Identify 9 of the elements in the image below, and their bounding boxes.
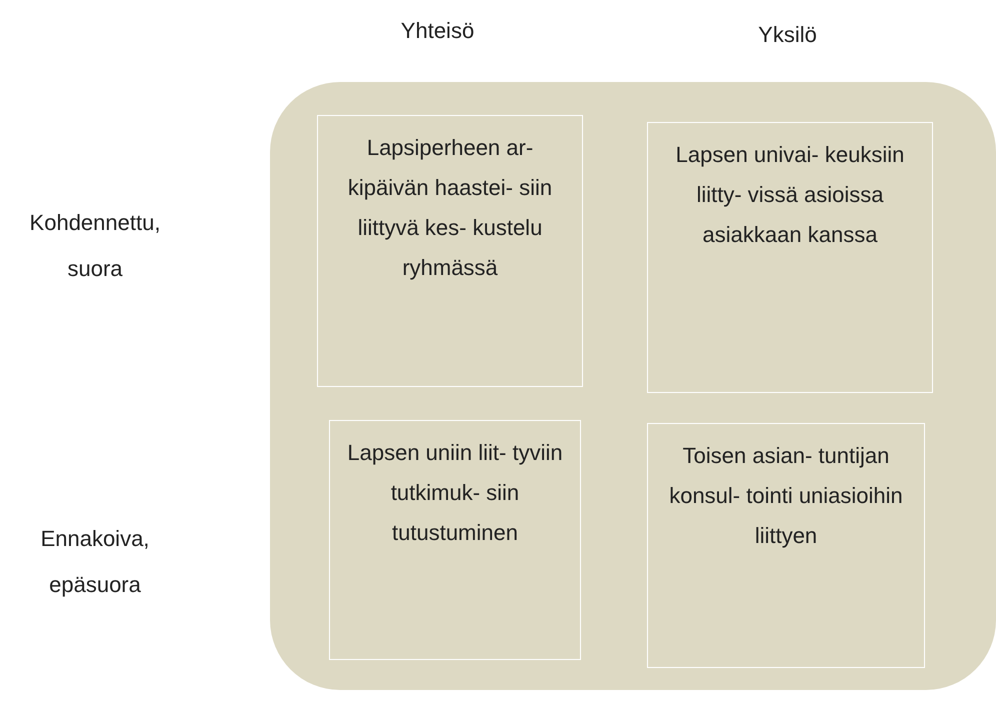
matrix-cell: Lapsen univai- keuksiin liitty- vissä asioissa asiakkaan kanssa [647, 122, 933, 393]
matrix-cell: Lapsiperheen ar- kipäivän haastei- siin liittyvä kes- kustelu ryhmässä [317, 115, 583, 387]
column-header: Yhteisö [400, 17, 476, 45]
row-header: Ennakoiva, epäsuora [40, 525, 150, 599]
column-header: Yksilö [757, 21, 818, 49]
matrix-cell: Lapsen uniin liit- tyviin tutkimuk- siin tutustuminen [329, 420, 581, 660]
matrix-panel [270, 82, 996, 690]
row-header: Kohdennettu, suora [28, 209, 162, 283]
matrix-cell: Toisen asian- tuntijan konsul- tointi uniasioihin liittyen [647, 423, 925, 668]
